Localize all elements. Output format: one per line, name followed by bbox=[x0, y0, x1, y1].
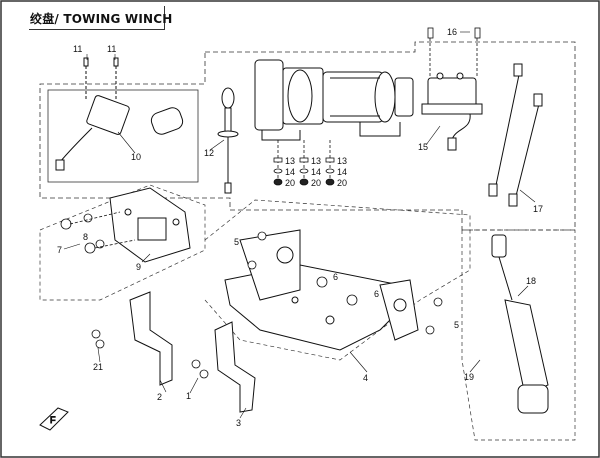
callout-11-right: 11 bbox=[107, 44, 116, 54]
callout-10: 10 bbox=[131, 152, 141, 162]
callout-4: 4 bbox=[363, 373, 368, 383]
callout-19: 19 bbox=[464, 372, 474, 382]
mount-bracket-part-9 bbox=[109, 187, 191, 263]
bolts-part-16 bbox=[427, 27, 481, 76]
callout-5-b: 5 bbox=[454, 320, 459, 330]
callout-14-a: 14 bbox=[285, 167, 295, 177]
bracket-part-2 bbox=[129, 291, 173, 386]
callout-8: 8 bbox=[83, 232, 88, 242]
cable-switch-part-18 bbox=[491, 234, 549, 414]
callout-7: 7 bbox=[57, 245, 62, 255]
plug-part-12 bbox=[217, 87, 239, 194]
winch-assembly bbox=[254, 59, 414, 141]
callout-9: 9 bbox=[136, 262, 141, 272]
callout-11-left: 11 bbox=[73, 44, 82, 54]
callout-18: 18 bbox=[526, 276, 536, 286]
remote-control-part-10 bbox=[55, 57, 184, 171]
callout-2: 2 bbox=[157, 392, 162, 402]
callout-6-a: 6 bbox=[333, 272, 338, 282]
frame-part-4 bbox=[224, 229, 419, 351]
callout-21: 21 bbox=[93, 362, 103, 372]
bolts-part-5-6 bbox=[247, 231, 443, 335]
callout-1: 1 bbox=[186, 391, 191, 401]
group-outline-winch bbox=[39, 41, 576, 231]
contactor-part-15 bbox=[421, 72, 483, 151]
callout-13-a: 13 bbox=[285, 156, 295, 166]
group-outline-frame bbox=[204, 199, 471, 361]
callout-5-a: 5 bbox=[234, 237, 239, 247]
callout-20-c: 20 bbox=[337, 178, 347, 188]
hardware-bolts bbox=[273, 140, 335, 186]
callout-13-b: 13 bbox=[311, 156, 321, 166]
callout-15: 15 bbox=[418, 142, 428, 152]
page-title: 绞盘/ TOWING WINCH bbox=[30, 12, 173, 26]
callout-14-c: 14 bbox=[337, 167, 347, 177]
cables-part-17 bbox=[488, 63, 543, 207]
callout-13-c: 13 bbox=[337, 156, 347, 166]
callout-20-b: 20 bbox=[311, 178, 321, 188]
callout-labels: 11 11 10 12 13 13 13 14 14 14 20 20 20 1… bbox=[57, 27, 543, 428]
callout-3: 3 bbox=[236, 418, 241, 428]
svg-text:F: F bbox=[50, 415, 56, 425]
nuts-part-1-21 bbox=[91, 329, 209, 379]
callout-20-a: 20 bbox=[285, 178, 295, 188]
title-box bbox=[29, 6, 165, 30]
callout-17: 17 bbox=[533, 204, 543, 214]
bolts-part-7-8 bbox=[60, 211, 136, 254]
callout-14-b: 14 bbox=[311, 167, 321, 177]
leader-lines bbox=[63, 31, 536, 419]
callout-16: 16 bbox=[447, 27, 457, 37]
group-outline-cable bbox=[461, 229, 576, 441]
callout-12: 12 bbox=[204, 148, 214, 158]
callout-6-b: 6 bbox=[374, 289, 379, 299]
bracket-part-3 bbox=[214, 321, 256, 413]
group-outline-remote bbox=[47, 89, 199, 183]
front-direction-icon: F bbox=[39, 407, 69, 431]
